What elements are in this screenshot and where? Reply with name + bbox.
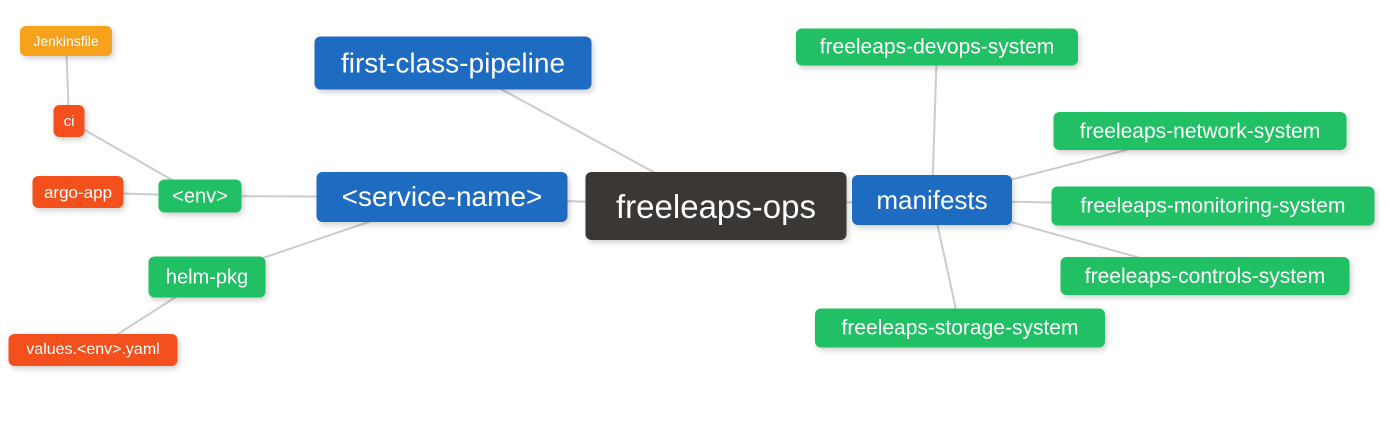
node-label: first-class-pipeline	[340, 47, 566, 78]
node-label: argo-app	[43, 182, 113, 202]
node-manifests[interactable]: manifests	[852, 175, 1012, 225]
node-freeleaps-network-system[interactable]: freeleaps-network-system	[1053, 112, 1347, 150]
node-freeleaps-controls-system[interactable]: freeleaps-controls-system	[1060, 257, 1350, 295]
node-label: freeleaps-network-system	[1079, 119, 1321, 143]
node-label: values.<env>.yaml	[26, 341, 160, 358]
node-service-name[interactable]: <service-name>	[316, 172, 568, 222]
node-label: freeleaps-ops	[616, 187, 816, 225]
node-jenkinsfile[interactable]: Jenkinsfile	[20, 26, 112, 56]
node-label: <env>	[172, 185, 228, 207]
node-freeleaps-ops[interactable]: freeleaps-ops	[585, 172, 847, 240]
node-env[interactable]: <env>	[158, 179, 242, 213]
node-label: manifests	[876, 185, 988, 215]
node-freeleaps-devops-system[interactable]: freeleaps-devops-system	[796, 28, 1078, 66]
node-ci[interactable]: ci	[53, 105, 85, 137]
node-freeleaps-storage-system[interactable]: freeleaps-storage-system	[815, 308, 1105, 348]
node-argo-app[interactable]: argo-app	[32, 176, 124, 208]
node-label: <service-name>	[341, 181, 543, 212]
node-first-class-pipeline[interactable]: first-class-pipeline	[314, 36, 592, 90]
node-label: ci	[63, 112, 75, 130]
node-label: freeleaps-storage-system	[841, 316, 1079, 340]
node-label: freeleaps-controls-system	[1084, 264, 1326, 288]
node-freeleaps-monitoring-system[interactable]: freeleaps-monitoring-system	[1051, 186, 1375, 226]
node-helm-pkg[interactable]: helm-pkg	[148, 256, 266, 298]
node-label: Jenkinsfile	[33, 33, 99, 49]
node-label: freeleaps-devops-system	[819, 35, 1055, 59]
node-label: helm-pkg	[165, 266, 249, 288]
edge-manifests-to-freeleaps-devops-system	[931, 46, 938, 201]
node-label: freeleaps-monitoring-system	[1080, 194, 1346, 218]
node-values-env-yaml[interactable]: values.<env>.yaml	[8, 334, 178, 366]
